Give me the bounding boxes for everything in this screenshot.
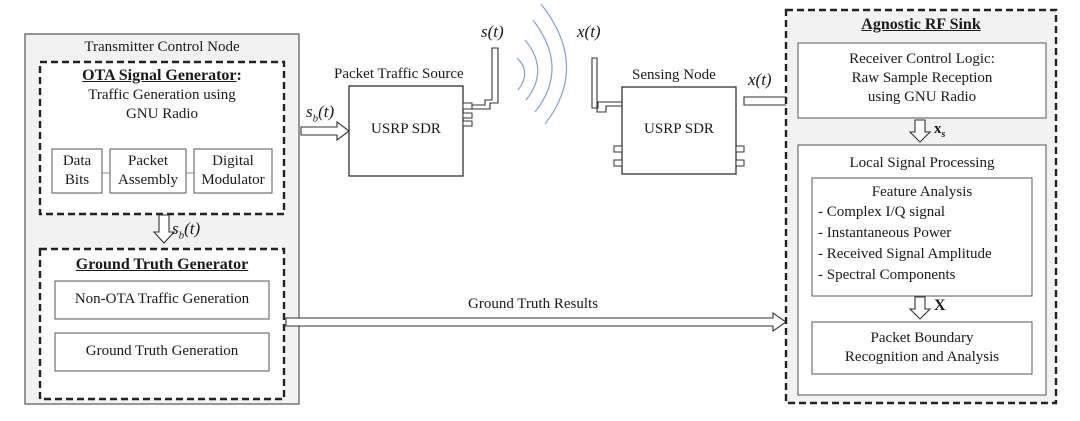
radio-wave-4 [540, 3, 568, 125]
sensing-node-device: USRP SDR [644, 121, 714, 137]
ota-subtitle-1: Traffic Generation using [88, 87, 236, 103]
feature-x-label: X [934, 297, 946, 314]
tx-antenna [471, 47, 499, 110]
sensing-node-title: Sensing Node [632, 67, 716, 83]
packet-source-usrp-box [348, 85, 464, 177]
local-processing-title: Local Signal Processing [849, 155, 995, 171]
tx-port-top [462, 102, 473, 110]
ota-subtitle-2: GNU Radio [125, 106, 199, 122]
non-ota-traffic-label: Non-OTA Traffic Generation [74, 291, 250, 307]
sensing-node-usrp-box [621, 86, 737, 175]
ota-title: OTA Signal Generator [82, 67, 237, 84]
packet-boundary-box [811, 321, 1033, 375]
receiver-line1: Receiver Control Logic: [849, 51, 995, 67]
ota-title-line: OTA Signal Generator: [82, 67, 242, 84]
ground-truth-results-arrow [285, 311, 787, 333]
ground-truth-generation-box [54, 332, 270, 372]
sb-label-down: sb(t) [172, 219, 201, 242]
feature-down-arrow [908, 296, 932, 320]
data-bits-line2: Bits [64, 172, 90, 188]
feature-analysis-box [811, 177, 1033, 297]
data-bits-box [51, 148, 103, 194]
sb-down-arrow [152, 214, 176, 244]
radio-wave-2 [524, 39, 539, 101]
digital-modulator-box [193, 148, 273, 194]
transmitter-title: Transmitter Control Node [84, 39, 240, 55]
tx-port-mid [462, 112, 473, 119]
tx-port-low [462, 120, 473, 127]
feature-item-3: - Received Signal Amplitude [818, 246, 992, 262]
radio-wave-3 [532, 19, 553, 113]
rx-port-left-1 [613, 145, 623, 153]
xt-label-antenna: x(t) [577, 22, 601, 41]
digital-modulator-line2: Modulator [201, 172, 265, 188]
ground-truth-results-label: Ground Truth Results [468, 296, 599, 312]
xt-label-right: x(t) [748, 70, 772, 89]
packet-source-device: USRP SDR [371, 121, 441, 137]
st-label: s(t) [481, 22, 504, 41]
receiver-control-logic-box [797, 42, 1047, 119]
packet-assembly-line2: Assembly [118, 172, 178, 188]
rx-antenna [591, 57, 623, 113]
receiver-line2: Raw Sample Reception [851, 70, 993, 86]
sink-title: Agnostic RF Sink [861, 16, 981, 33]
packet-boundary-line2: Recognition and Analysis [844, 349, 1000, 365]
packet-boundary-line1: Packet Boundary [870, 330, 974, 346]
rx-port-right-2 [735, 159, 745, 167]
ground-truth-title: Ground Truth Generator [75, 256, 249, 273]
rx-port-right-1 [735, 145, 745, 153]
digital-modulator-line1: Digital [212, 153, 254, 169]
feature-item-2: - Instantaneous Power [818, 225, 952, 241]
radio-wave-1 [516, 57, 526, 91]
data-bits-line1: Data [62, 153, 92, 169]
packet-assembly-box [109, 148, 187, 194]
sb-right-arrow [300, 120, 350, 142]
xs-label: xs [934, 121, 946, 140]
rx-port-left-2 [613, 159, 623, 167]
feature-item-4: - Spectral Components [818, 267, 956, 283]
xs-down-arrow [908, 119, 932, 143]
sb-label-right: sb(t) [306, 102, 335, 125]
non-ota-traffic-box [54, 280, 270, 320]
feature-item-1: - Complex I/Q signal [818, 204, 946, 220]
ground-truth-generator-box [38, 247, 286, 401]
receiver-line3: using GNU Radio [867, 89, 977, 105]
ground-truth-generation-label: Ground Truth Generation [85, 343, 239, 359]
packet-source-title: Packet Traffic Source [334, 66, 464, 82]
packet-assembly-line1: Packet [128, 153, 168, 169]
feature-analysis-title: Feature Analysis [871, 184, 973, 200]
